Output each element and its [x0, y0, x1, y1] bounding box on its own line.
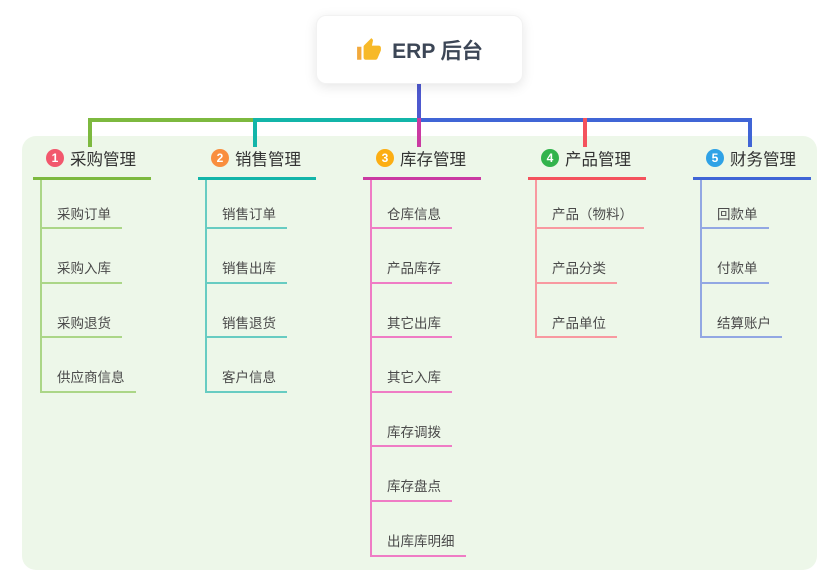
connector-drop-product: [583, 118, 587, 147]
child-row: 其它出库: [370, 284, 481, 339]
collection-order-node[interactable]: 回款单: [700, 207, 769, 229]
payment-order-node[interactable]: 付款单: [700, 262, 769, 284]
branch-node-sales[interactable]: 2 销售管理: [198, 145, 316, 180]
branch-finance-management: 5 财务管理 回款单 付款单 结算账户: [693, 145, 811, 339]
connector-drop-sales: [253, 118, 257, 147]
branch-children: 采购订单 采购入库 采购退货 供应商信息: [40, 180, 151, 393]
root-node[interactable]: ERP 后台: [316, 15, 523, 84]
branch-inventory-management: 3 库存管理 仓库信息 产品库存 其它出库 其它入库 库存调拨 库存盘点 出库库…: [363, 145, 481, 557]
supplier-info-node[interactable]: 供应商信息: [40, 371, 136, 393]
child-row: 产品库存: [370, 229, 481, 284]
child-row: 供应商信息: [40, 338, 151, 393]
child-row: 产品（物料）: [535, 180, 646, 229]
child-row: 销售订单: [205, 180, 316, 229]
branch-children: 仓库信息 产品库存 其它出库 其它入库 库存调拨 库存盘点 出库库明细: [370, 180, 481, 557]
purchase-order-node[interactable]: 采购订单: [40, 207, 122, 229]
child-row: 采购订单: [40, 180, 151, 229]
warehouse-info-node[interactable]: 仓库信息: [370, 207, 452, 229]
child-row: 结算账户: [700, 284, 811, 339]
priority-5-badge-icon: 5: [706, 149, 724, 167]
branch-product-management: 4 产品管理 产品（物料） 产品分类 产品单位: [528, 145, 646, 339]
branch-title: 库存管理: [400, 151, 466, 169]
priority-1-badge-icon: 1: [46, 149, 64, 167]
child-row: 销售退货: [205, 284, 316, 339]
stock-transfer-node[interactable]: 库存调拨: [370, 426, 452, 448]
child-row: 采购退货: [40, 284, 151, 339]
priority-2-badge-icon: 2: [211, 149, 229, 167]
branch-children: 产品（物料） 产品分类 产品单位: [535, 180, 646, 339]
branch-title: 销售管理: [235, 151, 301, 169]
connector-bus-teal: [253, 118, 419, 122]
sales-order-node[interactable]: 销售订单: [205, 207, 287, 229]
branch-node-inventory[interactable]: 3 库存管理: [363, 145, 481, 180]
root-node-label: ERP 后台: [392, 39, 483, 63]
connector-drop-purchase: [88, 118, 92, 147]
connector-root-vertical: [417, 84, 421, 122]
child-row: 库存盘点: [370, 447, 481, 502]
product-material-node[interactable]: 产品（物料）: [535, 207, 644, 229]
branch-node-product[interactable]: 4 产品管理: [528, 145, 646, 180]
connector-bus-green: [88, 118, 255, 122]
child-row: 其它入库: [370, 338, 481, 393]
branch-title: 采购管理: [70, 151, 136, 169]
branch-node-finance[interactable]: 5 财务管理: [693, 145, 811, 180]
connector-drop-finance: [748, 118, 752, 147]
branch-title: 产品管理: [565, 151, 631, 169]
child-row: 出库库明细: [370, 502, 481, 557]
settlement-account-node[interactable]: 结算账户: [700, 317, 782, 339]
customer-info-node[interactable]: 客户信息: [205, 371, 287, 393]
other-inbound-node[interactable]: 其它入库: [370, 371, 452, 393]
child-row: 产品分类: [535, 229, 646, 284]
sales-outbound-node[interactable]: 销售出库: [205, 262, 287, 284]
child-row: 回款单: [700, 180, 811, 229]
branches-panel-background: [22, 136, 817, 570]
child-row: 库存调拨: [370, 393, 481, 448]
sales-return-node[interactable]: 销售退货: [205, 317, 287, 339]
product-unit-node[interactable]: 产品单位: [535, 317, 617, 339]
priority-4-badge-icon: 4: [541, 149, 559, 167]
child-row: 仓库信息: [370, 180, 481, 229]
child-row: 采购入库: [40, 229, 151, 284]
branch-purchase-management: 1 采购管理 采购订单 采购入库 采购退货 供应商信息: [33, 145, 151, 393]
purchase-return-node[interactable]: 采购退货: [40, 317, 122, 339]
priority-3-badge-icon: 3: [376, 149, 394, 167]
other-outbound-node[interactable]: 其它出库: [370, 317, 452, 339]
branch-children: 销售订单 销售出库 销售退货 客户信息: [205, 180, 316, 393]
child-row: 销售出库: [205, 229, 316, 284]
outbound-detail-node[interactable]: 出库库明细: [370, 535, 466, 557]
connector-drop-inventory: [417, 118, 421, 147]
purchase-inbound-node[interactable]: 采购入库: [40, 262, 122, 284]
product-stock-node[interactable]: 产品库存: [370, 262, 452, 284]
child-row: 付款单: [700, 229, 811, 284]
branch-sales-management: 2 销售管理 销售订单 销售出库 销售退货 客户信息: [198, 145, 316, 393]
branch-title: 财务管理: [730, 151, 796, 169]
branch-children: 回款单 付款单 结算账户: [700, 180, 811, 339]
child-row: 产品单位: [535, 284, 646, 339]
child-row: 客户信息: [205, 338, 316, 393]
thumbs-up-icon: [357, 37, 382, 60]
stock-taking-node[interactable]: 库存盘点: [370, 480, 452, 502]
product-category-node[interactable]: 产品分类: [535, 262, 617, 284]
branch-node-purchase[interactable]: 1 采购管理: [33, 145, 151, 180]
